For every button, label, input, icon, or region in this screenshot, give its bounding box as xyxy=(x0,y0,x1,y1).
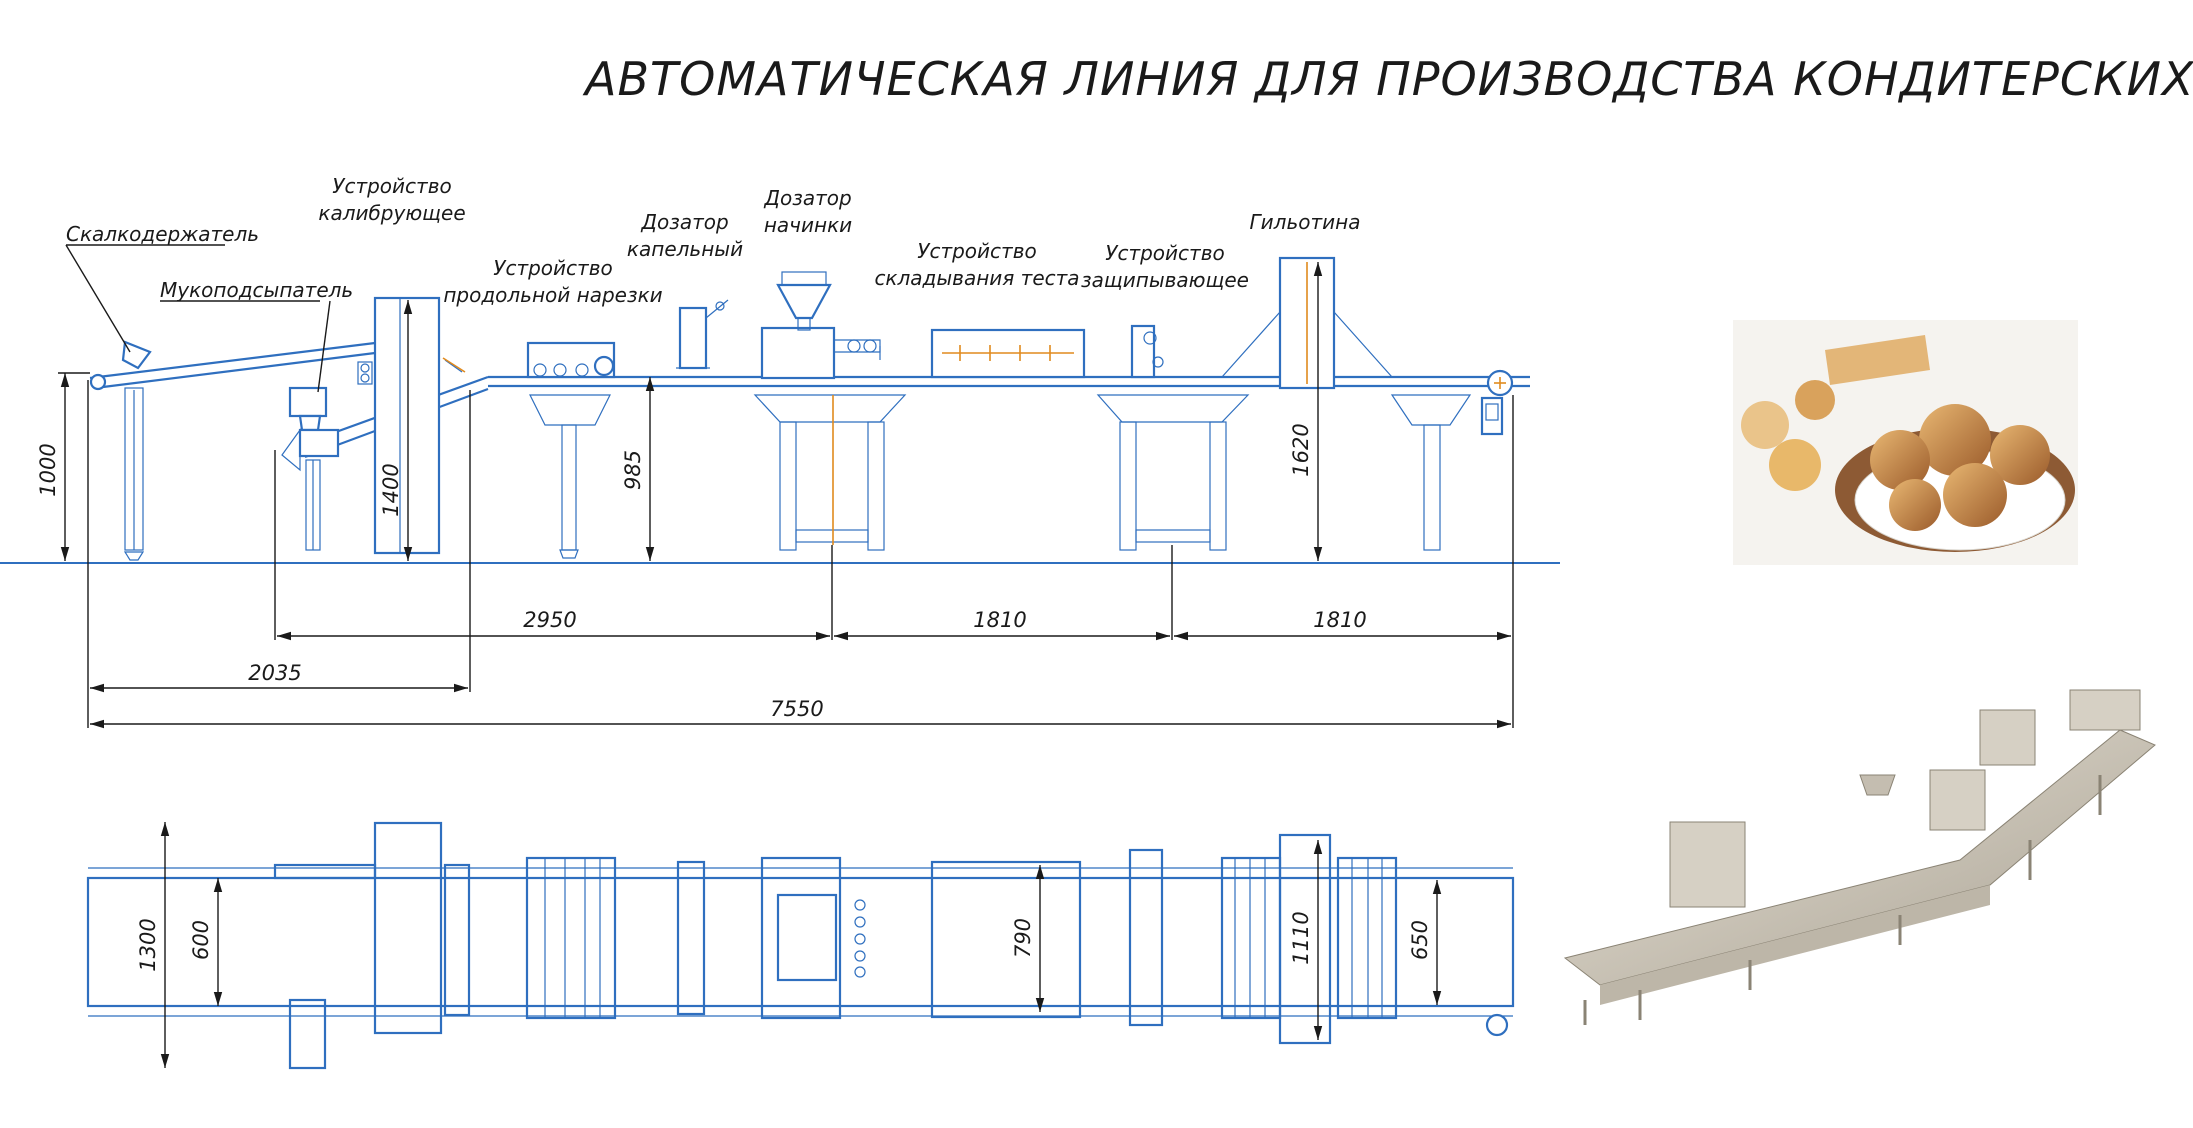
dim-1810-a: 1810 xyxy=(973,608,1026,632)
flour-conveyor xyxy=(89,340,376,561)
label-slitting-1: Устройство xyxy=(493,256,612,280)
component-labels: Скалкодержатель Мукоподсыпатель Устройст… xyxy=(65,174,1361,393)
label-pinching-1: Устройство xyxy=(1105,241,1224,265)
length-dimensions xyxy=(87,380,1514,729)
dim-600: 600 xyxy=(189,920,213,960)
label-drop-doser-2: капельный xyxy=(627,237,743,261)
dim-650: 650 xyxy=(1408,920,1432,960)
label-folding-1: Устройство xyxy=(917,239,1036,263)
flour-duster xyxy=(288,386,328,432)
side-view: 1000 1400 985 1620 2950 1810 1810 2035 7… xyxy=(0,174,1560,729)
dim-1400: 1400 xyxy=(379,463,403,516)
pinching-device xyxy=(1096,324,1250,551)
height-dimensions xyxy=(58,262,1323,561)
label-slitting-2: продольной нарезки xyxy=(443,283,662,307)
label-calibrating-1: Устройство xyxy=(332,174,451,198)
plan-filling-doser xyxy=(760,856,866,1020)
dim-1810-b: 1810 xyxy=(1313,608,1366,632)
plan-view: 1300 600 790 1110 650 xyxy=(86,821,1515,1070)
roller-holder xyxy=(121,340,152,370)
plan-drop-doser xyxy=(676,860,706,1016)
label-filling-doser-2: начинки xyxy=(764,213,852,237)
label-guillotine: Гильотина xyxy=(1250,210,1361,234)
label-roller-holder: Скалкодержатель xyxy=(66,222,259,246)
dim-1620: 1620 xyxy=(1289,423,1313,476)
dim-985: 985 xyxy=(621,450,645,490)
dim-1000: 1000 xyxy=(36,443,60,496)
dim-2950: 2950 xyxy=(523,608,576,632)
outfeed-stand xyxy=(1390,394,1504,551)
plan-folding xyxy=(930,860,1082,1019)
plan-guillotine xyxy=(1220,833,1398,1045)
plan-calibrating xyxy=(373,821,443,1035)
folding-device xyxy=(930,328,1086,379)
filling-doser xyxy=(753,271,907,551)
drop-doser xyxy=(676,299,729,370)
label-calibrating-2: калибрующее xyxy=(318,201,465,225)
line-3d-render xyxy=(1563,689,2156,1025)
label-pinching-2: защипывающее xyxy=(1081,268,1249,292)
dim-790: 790 xyxy=(1011,918,1035,958)
guillotine xyxy=(1220,256,1394,390)
slitting-device xyxy=(526,341,616,559)
pastry-photo xyxy=(1733,320,2078,565)
plan-pinching xyxy=(1128,848,1164,1027)
plan-slitting xyxy=(443,856,617,1020)
dim-1110: 1110 xyxy=(1289,911,1313,964)
drawing-title: АВТОМАТИЧЕСКАЯ ЛИНИЯ ДЛЯ ПРОИЗВОДСТВА КО… xyxy=(582,52,2193,106)
label-drop-doser-1: Дозатор xyxy=(640,210,728,234)
plan-conveyor xyxy=(86,876,1515,1008)
label-folding-2: складывания теста xyxy=(874,266,1079,290)
label-flour-duster: Мукоподсыпатель xyxy=(160,278,353,302)
dim-7550: 7550 xyxy=(770,697,823,721)
label-filling-doser-1: Дозатор xyxy=(763,186,851,210)
dim-1300: 1300 xyxy=(136,918,160,971)
dim-2035: 2035 xyxy=(248,661,301,685)
